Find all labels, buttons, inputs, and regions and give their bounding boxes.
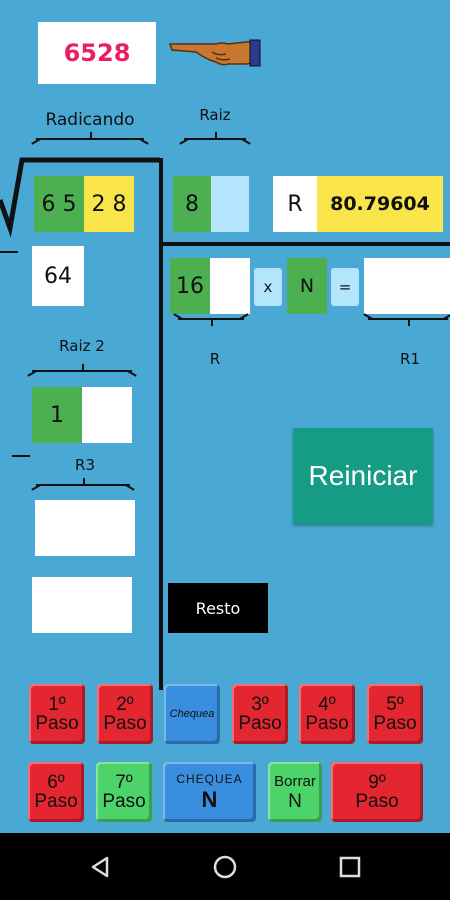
radicando-brace: [36, 132, 144, 140]
chequea-n-button[interactable]: CHEQUEA N: [163, 762, 256, 822]
raiz-value-box: 8: [173, 176, 211, 232]
radicando-digits-green: 6 5: [34, 176, 84, 232]
paso4-button[interactable]: 4º Paso: [299, 684, 355, 744]
equals-sign-box: =: [331, 268, 359, 306]
raiz-brace: [184, 132, 246, 140]
r3-box: [35, 500, 135, 556]
r-label: R: [209, 350, 221, 368]
r-underbrace: [178, 318, 244, 326]
top-number: 6528: [63, 39, 131, 67]
paso7-button[interactable]: 7º Paso: [96, 762, 152, 822]
chequea-button[interactable]: Chequea: [164, 684, 220, 744]
n-box: N: [287, 258, 327, 314]
result-r-box: R: [273, 176, 317, 232]
r1-underbrace: [368, 318, 448, 326]
paso9-button[interactable]: 9º Paso: [331, 762, 423, 822]
result-value-box: 80.79604: [317, 176, 443, 232]
raiz2-value-box: 1: [32, 387, 82, 443]
paso2-button[interactable]: 2º Paso: [97, 684, 153, 744]
radicando-digits-yellow: 2 8: [84, 176, 134, 232]
radical-sign: [0, 157, 450, 690]
raiz-label: Raiz: [199, 106, 231, 124]
system-nav-bar: [0, 833, 450, 900]
home-icon[interactable]: [213, 855, 237, 879]
times-sign-box: x: [254, 268, 282, 306]
r3-brace: [36, 478, 130, 486]
resto-button[interactable]: Resto: [168, 583, 268, 633]
r1-label: R1: [400, 350, 420, 368]
recents-icon[interactable]: [339, 856, 361, 878]
paso5-button[interactable]: 5º Paso: [367, 684, 423, 744]
paso1-button[interactable]: 1º Paso: [29, 684, 85, 744]
paso3-button[interactable]: 3º Paso: [232, 684, 288, 744]
raiz-empty-box: [211, 176, 249, 232]
subtract-value-box: 64: [32, 246, 84, 306]
top-number-box: 6528: [38, 22, 156, 84]
lower-white-box: [32, 577, 132, 633]
raiz2-empty-box: [82, 387, 132, 443]
pointing-hand-icon: [166, 34, 262, 70]
r1-result-box: [364, 258, 450, 314]
equation-r-empty-box: [210, 258, 250, 314]
radicando-label: Radicando: [45, 110, 135, 130]
paso6-button[interactable]: 6º Paso: [28, 762, 84, 822]
borrar-n-button[interactable]: Borrar N: [268, 762, 322, 822]
back-icon[interactable]: [88, 855, 112, 879]
raiz2-label: Raiz 2: [59, 337, 105, 355]
r3-label: R3: [75, 456, 95, 474]
raiz2-brace: [32, 364, 132, 372]
reiniciar-button[interactable]: Reiniciar: [293, 428, 433, 524]
equation-r-value-box: 16: [170, 258, 210, 314]
